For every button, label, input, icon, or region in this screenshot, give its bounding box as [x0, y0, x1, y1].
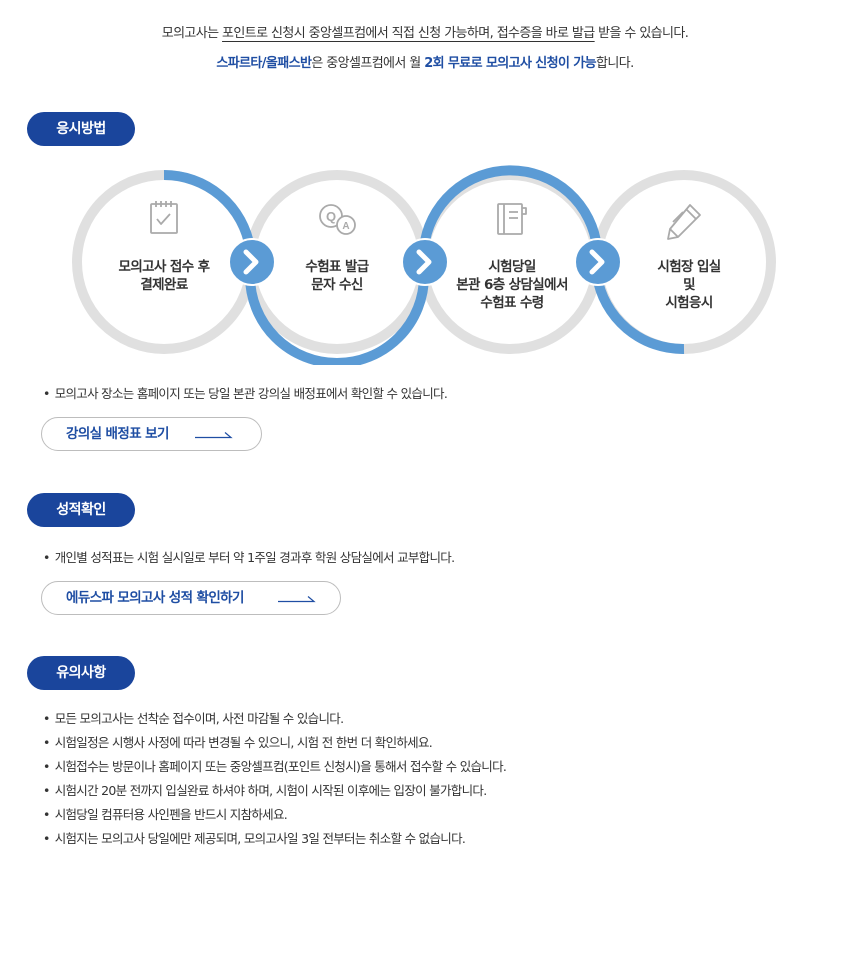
- list-item: 시험접수는 방문이나 홈페이지 또는 중앙셀프컴(포인트 신청시)을 통해서 접…: [43, 755, 507, 779]
- step-4-line-3: 시험응시: [665, 295, 713, 311]
- section-title-apply: 응시방법: [27, 112, 135, 146]
- steps-diagram: Q A: [72, 165, 776, 365]
- classroom-schedule-button[interactable]: 강의실 배정표 보기: [41, 417, 262, 451]
- list-item: 시험당일 컴퓨터용 사인펜을 반드시 지참하세요.: [43, 803, 506, 827]
- intro-text: 은 중앙셀프컴에서 월: [311, 56, 425, 71]
- step-4-line-2: 및: [683, 277, 695, 293]
- intro-highlight-free: 2회 무료로 모의고사 신청이 가능: [424, 56, 597, 71]
- step-4-arc: [592, 275, 685, 355]
- list-item: 시험지는 모의고사 당일에만 제공되며, 모의고사일 3일 전부터는 취소할 수…: [43, 827, 506, 851]
- notebook-icon: [497, 203, 527, 235]
- pencil-icon: [667, 204, 701, 240]
- step-3-line-2: 본관 6층 상담실에서: [456, 277, 568, 293]
- step-arrow-1: [228, 238, 276, 286]
- step-1-line-1: 모의고사 접수 후: [118, 259, 211, 275]
- intro-line-2: 스파르타/올패스반은 중앙셀프컴에서 월 2회 무료로 모의고사 신청이 가능합…: [0, 52, 850, 71]
- step-2-arc: [245, 275, 429, 365]
- qa-icon: Q A: [319, 204, 356, 235]
- svg-text:Q: Q: [326, 209, 336, 224]
- arrow-right-icon: [278, 596, 316, 603]
- intro-text-end: 합니다.: [596, 56, 634, 71]
- step-2-line-2: 문자 수신: [311, 277, 363, 293]
- apply-notes: 모의고사 장소는 홈페이지 또는 당일 본관 강의실 배정표에서 확인할 수 있…: [43, 382, 448, 406]
- step-3-label: 시험당일 본관 6층 상담실에서 수험표 수령: [437, 258, 587, 312]
- score-check-button-label: 에듀스파 모의고사 성적 확인하기: [66, 590, 244, 606]
- step-4-label: 시험장 입실 및 시험응시: [614, 258, 764, 312]
- step-1-label: 모의고사 접수 후 결제완료: [89, 258, 239, 294]
- step-1-line-2: 결제완료: [140, 277, 188, 293]
- score-check-button[interactable]: 에듀스파 모의고사 성적 확인하기: [41, 581, 341, 615]
- list-item: 개인별 성적표는 시험 실시일로 부터 약 1주일 경과후 학원 상담실에서 교…: [43, 546, 455, 570]
- section-title-notice: 유의사항: [27, 656, 135, 690]
- intro-line-1: 모의고사는 포인트로 신청시 중앙셀프컴에서 직접 신청 가능하며, 접수증을 …: [0, 22, 850, 41]
- list-item: 모의고사 장소는 홈페이지 또는 당일 본관 강의실 배정표에서 확인할 수 있…: [43, 382, 448, 406]
- step-4-line-1: 시험장 입실: [657, 259, 721, 275]
- checklist-icon: [150, 201, 178, 234]
- step-arrow-3: [574, 238, 622, 286]
- step-2-line-1: 수험표 발급: [305, 259, 369, 275]
- list-item: 모든 모의고사는 선착순 접수이며, 사전 마감될 수 있습니다.: [43, 707, 506, 731]
- section-title-score: 성적확인: [27, 493, 135, 527]
- score-notes: 개인별 성적표는 시험 실시일로 부터 약 1주일 경과후 학원 상담실에서 교…: [43, 546, 455, 570]
- list-item: 시험일정은 시행사 사정에 따라 변경될 수 있으니, 시험 전 한번 더 확인…: [43, 731, 506, 755]
- arrow-right-icon: [195, 432, 233, 439]
- notice-list: 모든 모의고사는 선착순 접수이며, 사전 마감될 수 있습니다. 시험일정은 …: [43, 707, 507, 851]
- intro-underlined-text: 포인트로 신청시 중앙셀프컴에서 직접 신청 가능하며, 접수증을 바로 발급: [222, 26, 595, 41]
- classroom-schedule-button-label: 강의실 배정표 보기: [66, 426, 169, 442]
- step-2-label: 수험표 발급 문자 수신: [262, 258, 412, 294]
- step-3-line-3: 수험표 수령: [480, 295, 544, 311]
- intro-highlight-course: 스파르타/올패스반: [216, 56, 312, 71]
- apply-steps: Q A 모의고사 접수 후 결제완료 수험표 발급 문자 수신 시험당일 본관 …: [0, 160, 850, 365]
- intro-text-end: 받을 수 있습니다.: [594, 26, 689, 41]
- step-3-arc: [419, 165, 602, 249]
- svg-text:A: A: [342, 221, 349, 232]
- intro-text: 모의고사는: [161, 26, 223, 41]
- step-3-line-1: 시험당일: [488, 259, 536, 275]
- list-item: 시험시간 20분 전까지 입실완료 하셔야 하며, 시험이 시작된 이후에는 입…: [43, 779, 506, 803]
- step-1-arc: [163, 169, 255, 249]
- step-arrow-2: [401, 238, 449, 286]
